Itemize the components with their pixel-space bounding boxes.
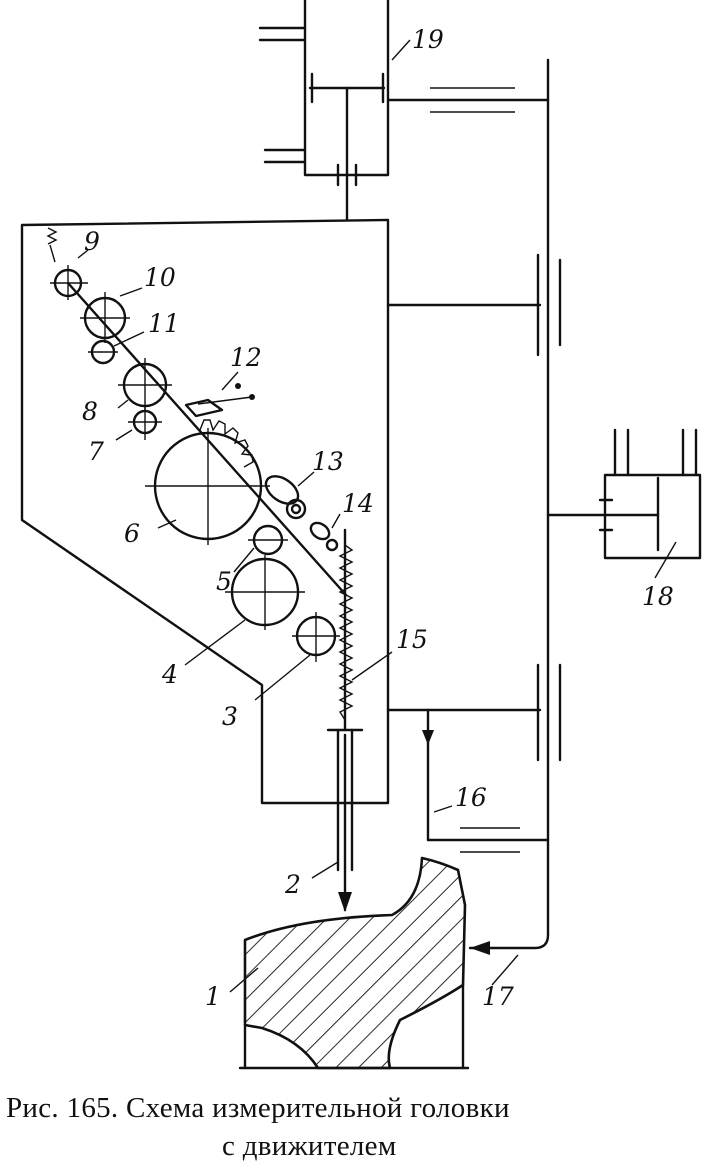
guide-rod xyxy=(386,58,607,955)
gear-train xyxy=(46,227,348,662)
label-2: 2 xyxy=(284,870,301,899)
label-19: 19 xyxy=(412,25,444,54)
label-10: 10 xyxy=(144,263,176,292)
label-5: 5 xyxy=(216,567,232,596)
spindle-2 xyxy=(326,528,364,912)
label-4: 4 xyxy=(161,660,178,689)
label-3: 3 xyxy=(222,702,238,731)
label-11: 11 xyxy=(148,309,180,338)
label-17: 17 xyxy=(482,982,514,1011)
label-7: 7 xyxy=(88,437,104,466)
label-14: 14 xyxy=(342,489,374,518)
label-8: 8 xyxy=(82,397,98,426)
figure-caption: Рис. 165. Схема измерительной головки xyxy=(6,1092,510,1124)
rail-profile-1 xyxy=(238,856,470,1070)
part-labels: 1 2 3 4 5 6 7 8 9 10 11 12 13 14 15 16 1… xyxy=(82,25,674,1011)
leader-lines xyxy=(77,39,677,993)
label-1: 1 xyxy=(205,982,221,1011)
figure-caption-line-2: с движителем xyxy=(222,1130,397,1162)
housing-frame xyxy=(20,218,390,805)
label-9: 9 xyxy=(84,227,100,256)
cylinder-19 xyxy=(258,0,550,222)
label-16: 16 xyxy=(455,783,487,812)
label-15: 15 xyxy=(396,625,428,654)
cylinder-18 xyxy=(598,428,702,560)
label-6: 6 xyxy=(124,519,140,548)
label-18: 18 xyxy=(642,582,674,611)
label-12: 12 xyxy=(230,343,262,372)
label-13: 13 xyxy=(312,447,344,476)
link-16 xyxy=(422,708,550,853)
measuring-head-diagram: 1 2 3 4 5 6 7 8 9 10 11 12 13 14 15 16 1… xyxy=(20,0,702,1070)
